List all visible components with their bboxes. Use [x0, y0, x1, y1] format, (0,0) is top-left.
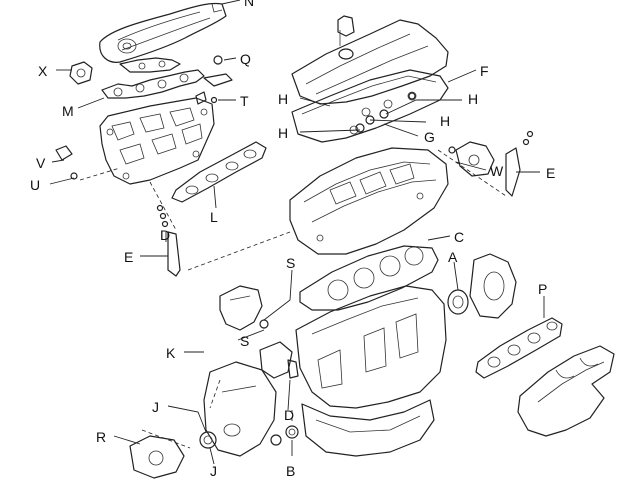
callout-f: F — [480, 63, 489, 79]
water-outlet-housing — [219, 285, 269, 331]
exhaust-manifold-gasket — [475, 317, 563, 379]
throttle-gasket — [69, 61, 93, 85]
front-timing-cover — [203, 361, 277, 457]
callout-w: W — [490, 163, 504, 179]
exhaust-manifold — [517, 345, 615, 437]
small-fittings-qt — [195, 55, 233, 105]
callout-m: M — [62, 103, 74, 119]
leader-lines — [49, 0, 545, 465]
callout-e-right: E — [546, 165, 555, 181]
callout-v: V — [36, 155, 46, 171]
callout-h-left-top: H — [278, 91, 288, 107]
valve-stem-seals — [156, 130, 534, 277]
callout-c: C — [454, 229, 464, 245]
seal-rings — [199, 425, 299, 449]
callout-b: B — [286, 463, 295, 479]
callout-h-right: H — [440, 113, 450, 129]
callout-r: R — [96, 429, 106, 445]
callout-n: N — [244, 0, 254, 9]
callout-t: T — [240, 93, 249, 109]
callout-l: L — [210, 209, 218, 225]
timing-cover-gasket — [469, 253, 517, 319]
upper-intake-manifold — [99, 2, 227, 63]
callout-j-lower: J — [210, 463, 217, 479]
callout-e-left: E — [124, 249, 133, 265]
callout-k: K — [166, 345, 176, 361]
callout-h-right-top: H — [468, 91, 478, 107]
callout-q: Q — [240, 51, 251, 67]
callout-d-upper: D — [160, 227, 170, 243]
water-pump-fitting — [259, 341, 299, 379]
lower-intake-manifold — [99, 97, 215, 185]
engine-block — [295, 285, 447, 409]
small-seals-vu — [55, 145, 78, 180]
callout-s-lower: S — [240, 333, 249, 349]
callout-x: X — [38, 63, 48, 79]
callout-d-lower: D — [284, 407, 294, 423]
oil-pan — [301, 399, 435, 457]
callout-h-left: H — [278, 125, 288, 141]
intake-gasket-set — [101, 57, 205, 99]
callout-p: P — [538, 281, 547, 297]
front-seal — [447, 289, 469, 315]
callout-a: A — [448, 249, 458, 265]
valve-cover — [291, 15, 449, 105]
head-gasket — [299, 245, 439, 311]
callout-u: U — [30, 177, 40, 193]
callout-labels: N X M Q T F H H H H G V U L W E D E C A … — [30, 0, 555, 479]
callout-g: G — [424, 129, 435, 145]
oil-pump-cover — [129, 435, 185, 479]
reference-lines — [79, 149, 507, 449]
intake-manifold-gasket — [171, 141, 267, 203]
callout-j-upper: J — [152, 399, 159, 415]
cylinder-head — [289, 147, 449, 255]
callout-s-upper: S — [286, 255, 295, 271]
grommets — [355, 92, 495, 177]
